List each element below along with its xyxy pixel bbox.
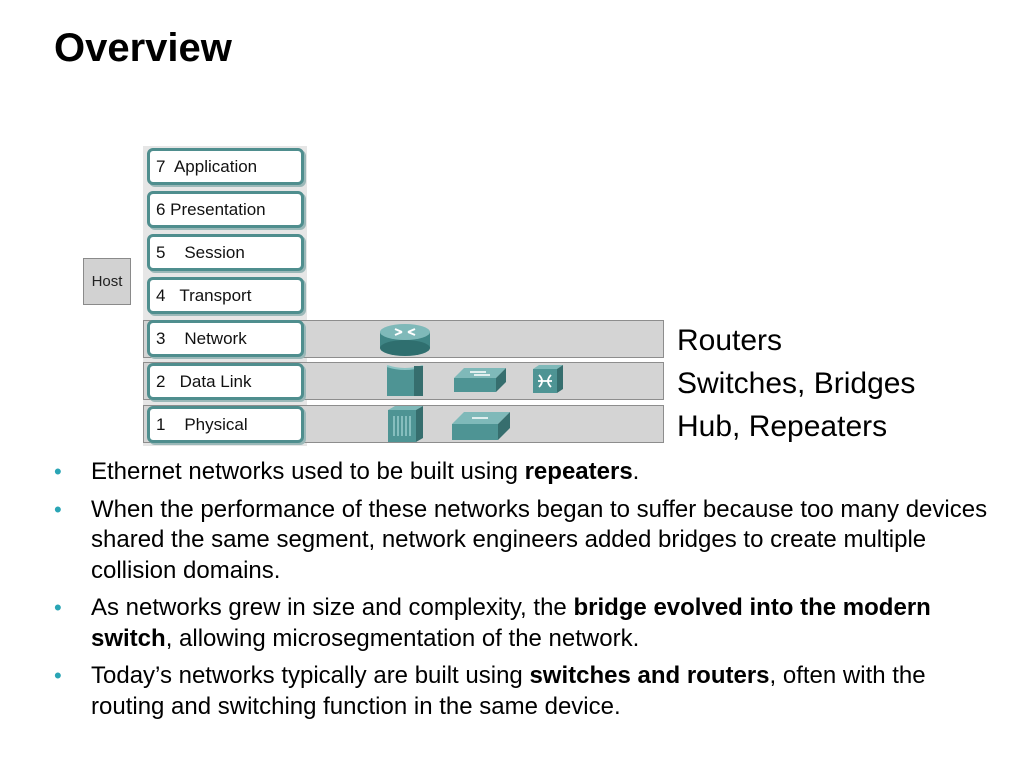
osi-layer-4: 4 Transport: [147, 277, 304, 314]
repeater-icon: [388, 406, 423, 442]
switches-bridges-label: Switches, Bridges: [677, 367, 916, 400]
bullet-item: • When the performance of these networks…: [54, 495, 988, 584]
bullet-marker: •: [54, 595, 62, 620]
osi-layer-6: 6 Presentation: [147, 191, 304, 228]
osi-layer-1: 1 Physical: [147, 406, 304, 443]
multilayer-switch-icon: [386, 365, 424, 396]
bullet-marker: •: [54, 459, 62, 484]
routers-label: Routers: [677, 324, 783, 357]
bullet-list: • Ethernet networks used to be built usi…: [54, 457, 989, 729]
bullet-item: • As networks grew in size and complexit…: [54, 594, 931, 652]
host-box: Host: [83, 258, 131, 305]
osi-layer-2: 2 Data Link: [147, 363, 304, 400]
osi-layer-7: 7 Application: [147, 148, 304, 185]
bullet-item: • Ethernet networks used to be built usi…: [54, 457, 989, 488]
osi-layer-5: 5 Session: [147, 234, 304, 271]
slide-title: Overview: [54, 26, 232, 70]
osi-layer-3: 3 Network: [147, 320, 304, 357]
hub-repeaters-label: Hub, Repeaters: [677, 410, 888, 443]
switch-icon: [454, 368, 506, 392]
bullet-marker: •: [54, 496, 62, 522]
hub-icon: [452, 412, 510, 440]
router-icon: [380, 324, 430, 356]
bullet-marker: •: [54, 663, 62, 688]
bullet-item: • Today’s networks typically are built u…: [54, 662, 926, 720]
bridge-icon: [533, 365, 563, 393]
